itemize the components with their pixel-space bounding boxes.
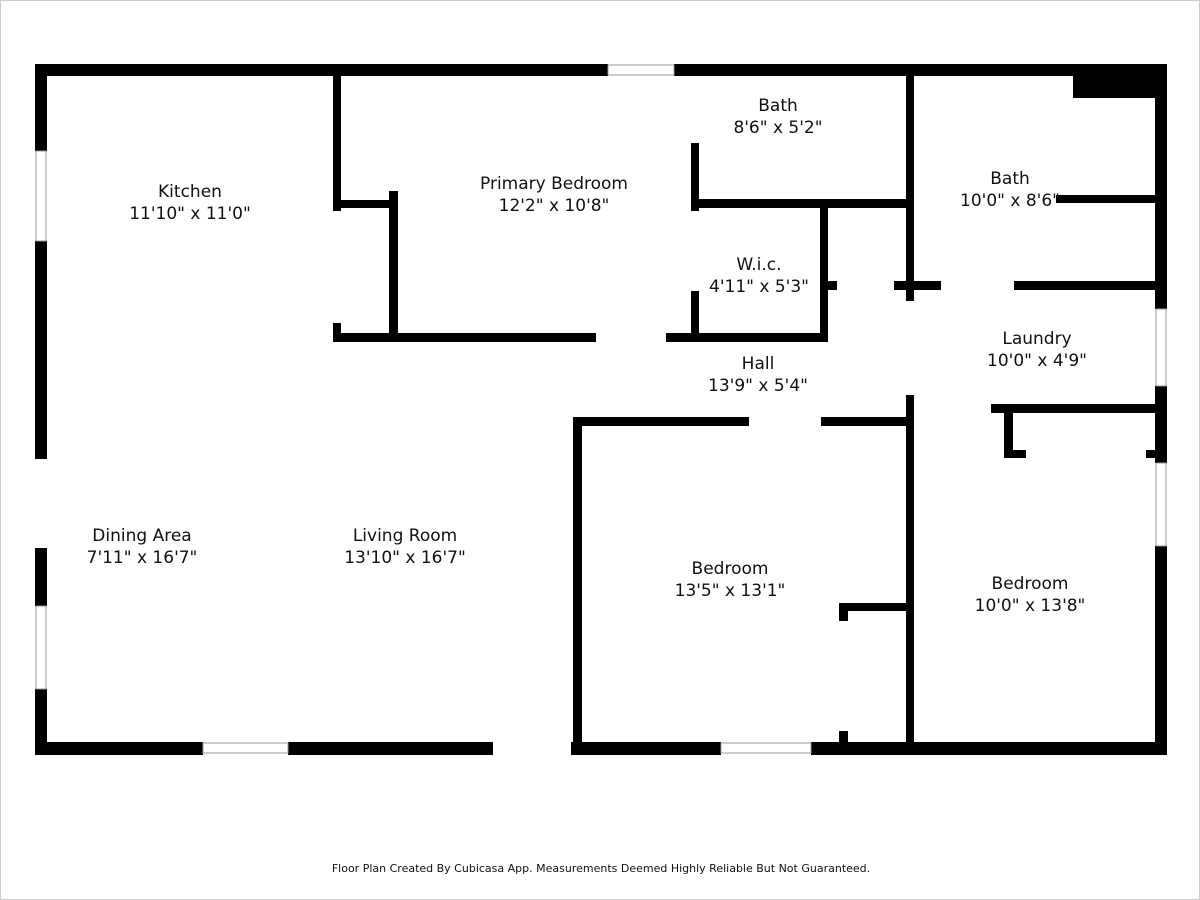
window — [720, 742, 812, 754]
wall-left — [35, 241, 47, 459]
room-name: Kitchen — [158, 182, 222, 202]
wall-top — [674, 64, 1167, 76]
room-dims: 10'0" x 13'8" — [974, 596, 1086, 616]
wall — [906, 76, 914, 301]
wall — [333, 76, 341, 211]
wall-bottom — [811, 742, 1167, 755]
wall — [691, 291, 699, 342]
room-dims: 4'11" x 5'3" — [709, 277, 809, 297]
wall — [573, 417, 582, 747]
room-name: Living Room — [352, 526, 458, 546]
window — [202, 742, 289, 754]
wall — [333, 200, 396, 208]
wall-top — [35, 64, 608, 76]
wall — [1004, 450, 1026, 458]
wall — [991, 404, 1155, 413]
room-name: Bath — [990, 169, 1030, 189]
disclaimer-footer: Floor Plan Created By Cubicasa App. Meas… — [331, 862, 871, 875]
wall — [820, 199, 828, 342]
wall — [1056, 195, 1155, 203]
wall — [1146, 450, 1155, 458]
wall — [1004, 404, 1013, 458]
room-wic: W.i.c.4'11" x 5'3" — [709, 254, 809, 298]
wall — [1014, 281, 1155, 290]
window — [1155, 308, 1167, 387]
window — [607, 64, 675, 76]
room-name: Hall — [741, 354, 775, 374]
room-dims: 7'11" x 16'7" — [86, 548, 198, 568]
wall — [839, 731, 848, 745]
window — [35, 150, 47, 242]
room-dims: 10'0" x 4'9" — [987, 351, 1087, 371]
wall — [666, 333, 828, 342]
window — [35, 605, 47, 690]
wall — [573, 417, 749, 426]
room-dims: 8'6" x 5'2" — [733, 118, 823, 138]
wall — [839, 603, 848, 621]
wall-bottom — [571, 742, 721, 755]
wall-right — [1155, 64, 1167, 309]
wall-block — [1073, 64, 1167, 98]
wall — [389, 191, 398, 342]
wall — [333, 333, 596, 342]
walls — [35, 64, 1167, 755]
room-dims: 10'0" x 8'6" — [960, 191, 1060, 211]
wall-left — [35, 548, 47, 606]
wall-bottom — [288, 742, 493, 755]
wall-right — [1155, 386, 1167, 463]
wall — [333, 323, 341, 342]
wall — [839, 603, 909, 611]
room-dims: 13'10" x 16'7" — [344, 548, 466, 568]
room-dims: 13'9" x 5'4" — [708, 376, 808, 396]
room-name: Bedroom — [691, 559, 769, 579]
wall — [821, 417, 909, 426]
wall-left — [35, 689, 47, 755]
window — [1155, 462, 1167, 547]
room-dims: 11'10" x 11'0" — [129, 204, 251, 224]
wall — [894, 281, 941, 290]
wall-left — [35, 64, 47, 151]
wall — [691, 143, 699, 211]
room-dims: 13'5" x 13'1" — [674, 581, 786, 601]
room-name: Dining Area — [92, 526, 192, 546]
wall-right — [1155, 546, 1167, 755]
windows — [35, 64, 1167, 754]
room-name: Laundry — [1002, 329, 1072, 349]
wall — [828, 281, 837, 290]
room-dims: 12'2" x 10'8" — [498, 196, 610, 216]
wall — [906, 395, 914, 747]
wall-bottom — [35, 742, 203, 755]
room-name: W.i.c. — [736, 255, 782, 275]
room-name: Primary Bedroom — [480, 174, 628, 194]
wall — [691, 199, 909, 208]
room-name: Bath — [758, 96, 798, 116]
room-name: Bedroom — [991, 574, 1069, 594]
